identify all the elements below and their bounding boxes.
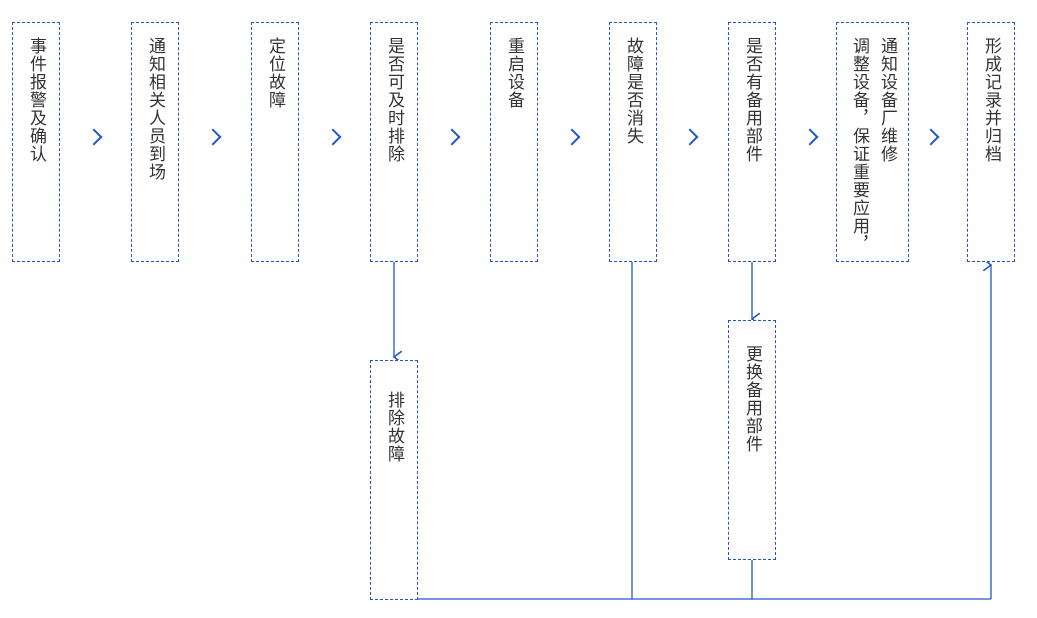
step-label: 故障是否消失	[623, 37, 643, 145]
branch-label: 排除故障	[384, 391, 404, 463]
step-event-alarm: 事件报警及确认	[12, 22, 60, 262]
step-label: 是否可及时排除	[384, 37, 404, 163]
step-vendor-repair: 通知设备厂维修 调整设备，保证重要应用，	[836, 22, 909, 262]
step-label: 事件报警及确认	[26, 37, 46, 163]
step-label: 定位故障	[265, 37, 285, 109]
step-can-fix: 是否可及时排除	[370, 22, 418, 262]
branch-label: 更换备用部件	[742, 345, 762, 453]
step-archive: 形成记录并归档	[967, 22, 1015, 262]
step-label-col2: 调整设备，保证重要应用，	[849, 37, 869, 253]
step-locate-fault: 定位故障	[251, 22, 299, 262]
step-label: 是否有备用部件	[742, 37, 762, 163]
step-notify-staff: 通知相关人员到场	[131, 22, 179, 262]
branch-fix-fault: 排除故障	[370, 360, 418, 600]
step-label-col1: 通知设备厂维修	[877, 37, 897, 163]
step-label: 通知相关人员到场	[145, 37, 165, 181]
step-has-spare: 是否有备用部件	[728, 22, 776, 262]
step-label: 重启设备	[504, 37, 524, 109]
branch-replace-part: 更换备用部件	[728, 320, 776, 560]
step-fault-gone: 故障是否消失	[609, 22, 657, 262]
step-label: 形成记录并归档	[981, 37, 1001, 163]
step-restart: 重启设备	[490, 22, 538, 262]
